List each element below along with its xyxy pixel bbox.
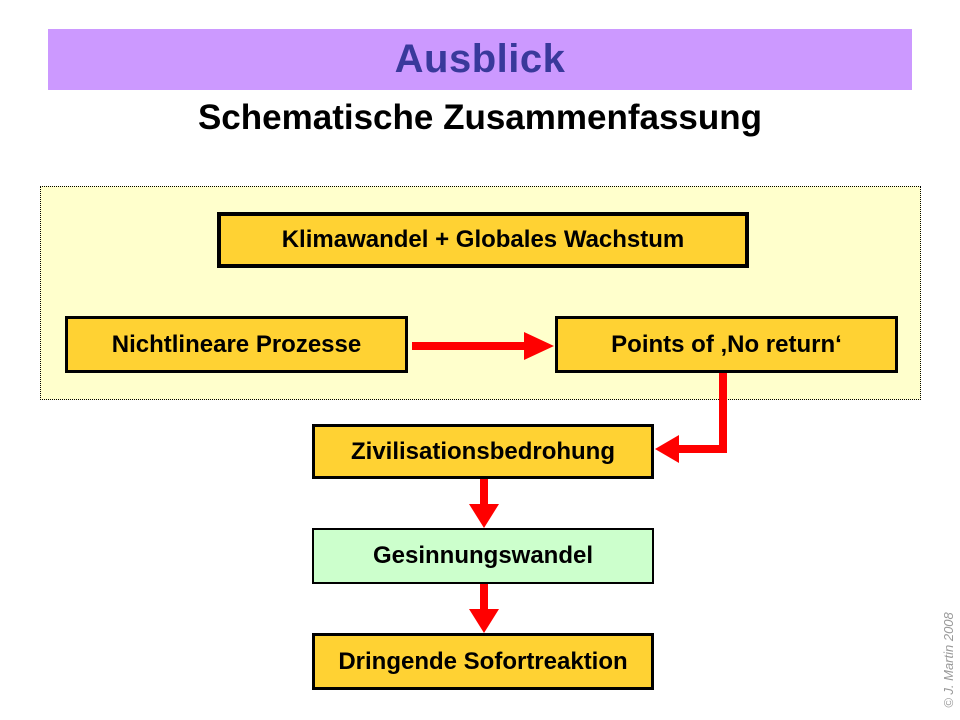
arrow-down-icon — [469, 504, 499, 528]
copyright-label: © J. Martin 2008 — [941, 612, 956, 708]
slide-subtitle: Schematische Zusammenfassung — [197, 98, 763, 137]
box-klimawandel: Klimawandel + Globales Wachstum — [217, 212, 749, 268]
arrow-left-icon — [655, 435, 679, 463]
box-zivilisationsbedrohung: Zivilisationsbedrohung — [312, 424, 654, 479]
arrow-shaft — [480, 584, 488, 610]
slide-title: Ausblick — [394, 37, 566, 81]
box-dringende-sofortreaktion: Dringende Sofortreaktion — [312, 633, 654, 690]
arrow-right-icon — [524, 332, 554, 360]
arrow-shaft — [719, 373, 727, 453]
title-banner: Ausblick — [48, 29, 912, 90]
arrow-shaft — [679, 445, 727, 453]
arrow-shaft — [480, 479, 488, 505]
box-points-of-no-return: Points of ‚No return‘ — [555, 316, 898, 373]
arrow-shaft — [412, 342, 526, 350]
box-nichtlineare-prozesse: Nichtlineare Prozesse — [65, 316, 408, 373]
box-gesinnungswandel: Gesinnungswandel — [312, 528, 654, 584]
arrow-down-icon — [469, 609, 499, 633]
